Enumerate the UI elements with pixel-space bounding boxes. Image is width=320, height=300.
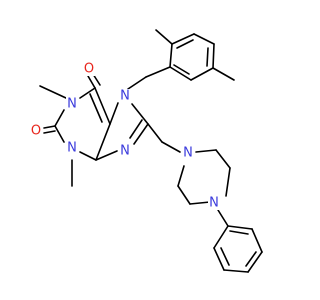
bond — [169, 43, 173, 68]
atom-labels: O O N N N N N N — [30, 62, 220, 211]
bond — [189, 201, 211, 205]
bond — [206, 47, 209, 67]
bond — [147, 123, 163, 143]
bond — [54, 125, 65, 143]
bond — [173, 64, 190, 75]
label-bg — [119, 144, 131, 158]
bond — [109, 102, 119, 125]
bond — [155, 29, 173, 45]
bond — [223, 269, 249, 273]
bond — [227, 225, 253, 230]
bond — [171, 33, 195, 45]
bond — [225, 167, 231, 197]
bond — [133, 123, 149, 145]
bond — [145, 66, 171, 78]
piperazine-ring — [177, 149, 231, 205]
label-bg — [30, 124, 42, 138]
bond — [169, 66, 192, 81]
bond — [79, 87, 96, 99]
bond — [229, 230, 249, 235]
nitrogen-label: N — [120, 89, 130, 104]
oxygen-label: O — [84, 62, 94, 77]
label-bg — [208, 196, 220, 210]
label-bg — [119, 89, 131, 103]
bond — [43, 130, 56, 134]
bond — [95, 150, 118, 161]
bond — [215, 149, 231, 169]
bond — [177, 165, 185, 187]
dimethylbenzyl-group — [127, 29, 235, 90]
label-bg — [66, 97, 78, 111]
bond — [79, 151, 97, 161]
bond — [127, 76, 147, 90]
bond — [87, 75, 96, 89]
bond — [161, 141, 181, 153]
bond — [89, 93, 103, 123]
bond — [213, 225, 229, 249]
nitrogen-label: N — [209, 196, 219, 211]
molecule-diagram: O O N N N N N N — [30, 29, 263, 273]
bond — [94, 87, 111, 125]
bond — [212, 43, 215, 69]
bond — [251, 228, 263, 253]
oxygen-label: O — [31, 124, 41, 139]
label-bg — [182, 146, 194, 160]
bond — [131, 103, 149, 125]
bond — [39, 85, 67, 99]
bond — [245, 251, 257, 267]
label-bg — [66, 141, 78, 155]
nitrogen-label: N — [183, 146, 193, 161]
bond — [217, 209, 229, 227]
nitrogen-label: N — [67, 141, 77, 156]
bond — [54, 109, 65, 127]
bond — [129, 119, 143, 139]
bond — [212, 67, 235, 81]
bond — [213, 247, 225, 271]
nitrogen-label: N — [67, 97, 77, 112]
bond — [177, 185, 191, 205]
bond — [193, 33, 215, 45]
bond — [176, 39, 194, 49]
bond — [195, 149, 217, 153]
structure-drawing: O O N N N N N N — [30, 29, 263, 273]
bond — [43, 125, 56, 129]
bond — [247, 251, 263, 273]
bond — [190, 67, 214, 81]
pyrimidine-ring — [54, 87, 111, 161]
label-bg — [83, 62, 95, 76]
bond — [220, 247, 230, 266]
imidazole-ring — [95, 102, 149, 161]
methylene-linker — [147, 123, 181, 153]
phenyl-group — [213, 209, 263, 273]
methyl-groups — [39, 85, 73, 187]
nitrogen-label: N — [120, 144, 130, 159]
bond — [95, 123, 111, 161]
